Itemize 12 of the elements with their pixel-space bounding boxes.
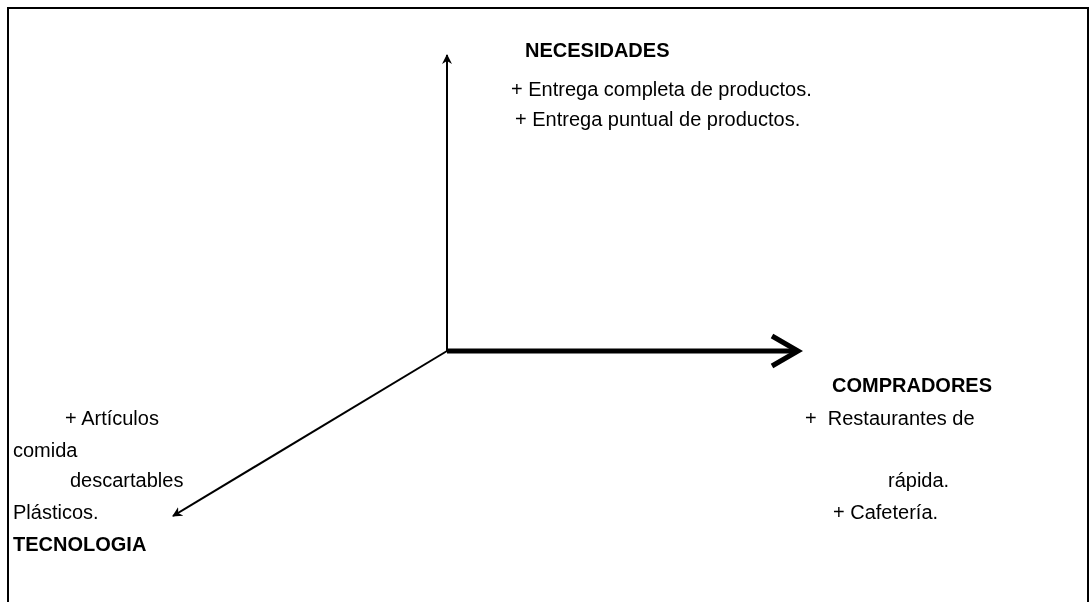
axis-item: + Cafetería. <box>833 500 939 524</box>
axis-item: comida <box>13 438 78 462</box>
axis-heading: COMPRADORES <box>832 373 992 397</box>
axis-item: + Entrega puntual de productos. <box>515 107 801 131</box>
axis-item: descartables <box>70 468 184 492</box>
axis-heading: NECESIDADES <box>525 38 670 62</box>
axis-item: + Restaurantes de <box>805 406 975 430</box>
axis-item: + Artículos <box>65 406 159 430</box>
axis-item: rápida. <box>888 468 950 492</box>
axis-item: Plásticos. <box>13 500 99 524</box>
axis-item: + Entrega completa de productos. <box>511 77 812 101</box>
axis-heading: TECNOLOGIA <box>13 532 147 556</box>
